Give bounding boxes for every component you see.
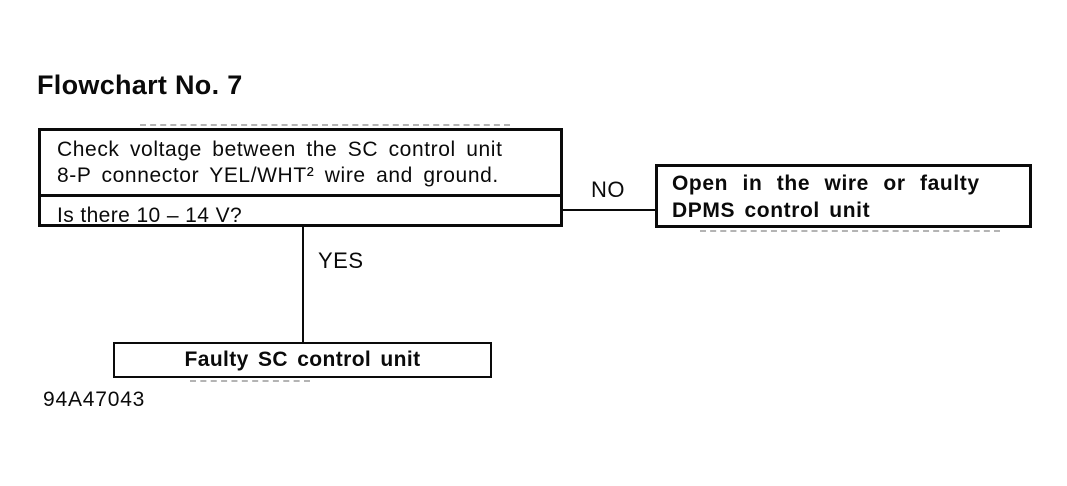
scan-artifact [190, 380, 310, 382]
no-connector-line [563, 209, 655, 211]
no-result-line1: Open in the wire or faulty [672, 172, 980, 195]
yes-branch-label: YES [318, 248, 364, 273]
decision-instruction-line2: 8-P connector YEL/WHT² wire and ground. [57, 164, 499, 187]
scan-artifact [700, 230, 1000, 232]
decision-instruction: Check voltage between the SC control uni… [41, 131, 560, 197]
figure-code: 94A47043 [43, 388, 146, 411]
decision-question: Is there 10 – 14 V? [57, 204, 243, 227]
yes-connector-line [302, 227, 304, 342]
decision-instruction-line1: Check voltage between the SC control uni… [57, 138, 503, 161]
no-branch-label: NO [591, 177, 625, 202]
page-title: Flowchart No. 7 [37, 70, 243, 100]
no-result-line2: DPMS control unit [672, 199, 871, 222]
yes-result-box: Faulty SC control unit [113, 342, 492, 378]
decision-box: Check voltage between the SC control uni… [38, 128, 563, 227]
scan-artifact [140, 124, 510, 126]
no-result-box: Open in the wire or faulty DPMS control … [655, 164, 1032, 228]
